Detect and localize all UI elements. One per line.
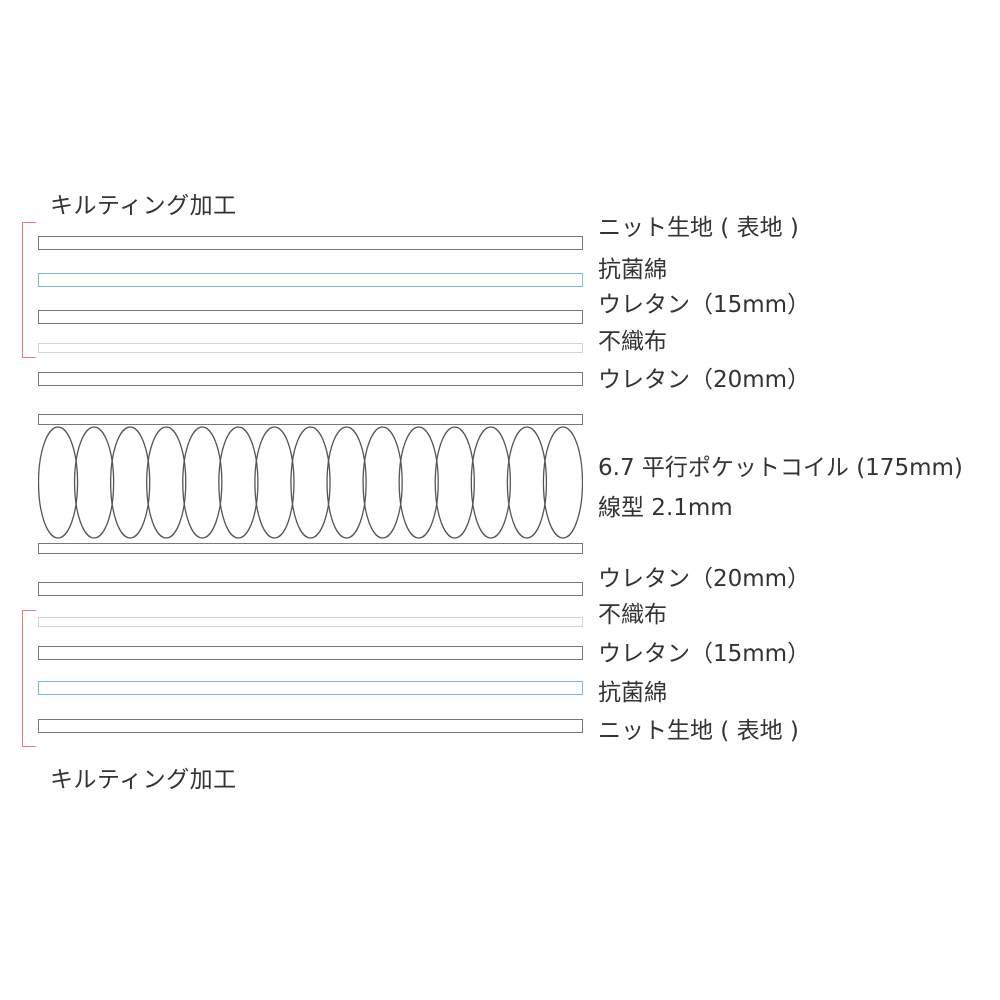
bottom-nonwoven-layer — [38, 617, 583, 627]
pocket-coil-label: 6.7 平行ポケットコイル (175mm) — [598, 455, 963, 481]
top-nonwoven-layer — [38, 343, 583, 353]
coil-spring — [218, 426, 259, 539]
coil-bottom-plate — [38, 543, 583, 554]
top-antibacterial-cotton-layer — [38, 273, 583, 287]
coil-spring — [434, 426, 475, 539]
coil-spring — [362, 426, 403, 539]
pocket-coil-springs — [38, 426, 583, 539]
bottom-antibacterial-cotton-label: 抗菌綿 — [598, 680, 667, 706]
top-knit-fabric-label: ニット生地 ( 表地 ) — [598, 215, 799, 241]
coil-spring — [290, 426, 331, 539]
coil-spring — [146, 426, 187, 539]
bottom-quilting-bracket — [22, 610, 36, 747]
top-nonwoven-label: 不織布 — [598, 329, 667, 355]
coil-spring — [506, 426, 548, 539]
top-antibacterial-cotton-label: 抗菌綿 — [598, 257, 667, 283]
coil-spring — [182, 426, 223, 539]
coil-top-plate — [38, 414, 583, 425]
bottom-urethane-15mm-layer — [38, 646, 583, 660]
coil-spring — [542, 426, 583, 539]
top-quilting-bracket — [22, 222, 36, 358]
coil-spring — [109, 426, 151, 539]
top-urethane-15mm-label: ウレタン（15mm） — [598, 292, 811, 318]
bottom-nonwoven-label: 不織布 — [598, 602, 667, 628]
bottom-knit-fabric-layer — [38, 719, 583, 733]
coil-spring — [470, 426, 512, 539]
coil-spring — [326, 426, 367, 539]
bottom-urethane-20mm-layer — [38, 582, 583, 596]
bottom-urethane-20mm-label: ウレタン（20mm） — [598, 566, 811, 592]
bottom-knit-fabric-label: ニット生地 ( 表地 ) — [598, 718, 799, 744]
bottom-antibacterial-cotton-layer — [38, 681, 583, 695]
coil-spring — [398, 426, 439, 539]
top-urethane-15mm-layer — [38, 310, 583, 324]
bottom-urethane-15mm-label: ウレタン（15mm） — [598, 641, 811, 667]
top-urethane-20mm-layer — [38, 372, 583, 386]
coil-spring — [38, 426, 79, 539]
top-quilting-label: キルティング加工 — [50, 193, 237, 219]
coil-spring — [254, 426, 295, 539]
coil-spring — [73, 426, 115, 539]
top-knit-fabric-layer — [38, 236, 583, 250]
bottom-quilting-label: キルティング加工 — [50, 767, 237, 793]
wire-gauge-label: 線型 2.1mm — [598, 495, 733, 521]
top-urethane-20mm-label: ウレタン（20mm） — [598, 367, 811, 393]
